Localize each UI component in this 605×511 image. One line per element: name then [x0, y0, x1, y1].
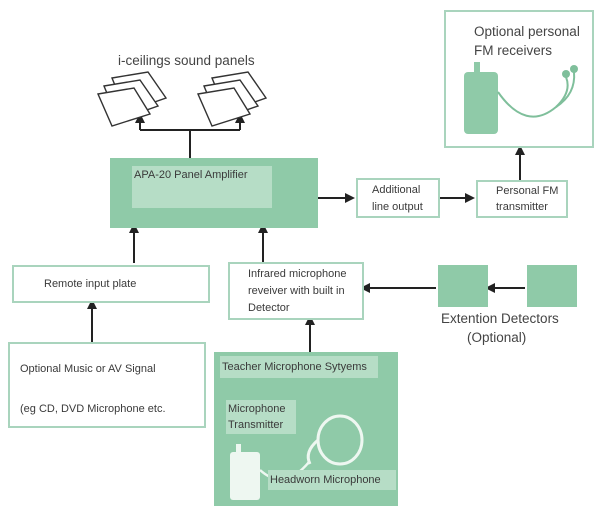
- fm-receivers-box: Optional personal FM receivers: [444, 10, 594, 148]
- panel-feed-line: [140, 129, 240, 160]
- music-label-line1: Optional Music or AV Signal: [20, 363, 156, 375]
- sound-panel-right-icon: [196, 71, 268, 127]
- teacher-mic-system-block: Teacher Microphone Sytyems Microphone Tr…: [214, 352, 398, 506]
- sound-panels-label: i-ceilings sound panels: [118, 53, 255, 68]
- ir-receiver-line2: reveiver with built in: [248, 285, 345, 297]
- extension-detector-1: [438, 265, 488, 307]
- remote-input-box: Remote input plate: [12, 265, 210, 303]
- fm-receiver-icon: [464, 62, 578, 134]
- amplifier-label: APA-20 Panel Amplifier: [134, 169, 248, 181]
- remote-input-label: Remote input plate: [44, 278, 137, 290]
- extension-detector-2: [527, 265, 577, 307]
- music-signal-box: Optional Music or AV Signal (eg CD, DVD …: [8, 342, 206, 428]
- ir-receiver-box: Infrared microphone reveiver with built …: [228, 262, 364, 320]
- fm-receivers-line1: Optional personal: [474, 24, 580, 39]
- extension-label-line1: Extention Detectors: [441, 311, 559, 326]
- mic-transmitter-line1: Microphone: [228, 403, 286, 415]
- headworn-label: Headworn Microphone: [270, 474, 381, 486]
- teacher-system-label: Teacher Microphone Sytyems: [222, 361, 367, 373]
- extension-label-line2: (Optional): [467, 330, 527, 345]
- additional-output-line2: line output: [372, 201, 423, 213]
- mic-transmitter-line2: Transmitter: [228, 419, 284, 431]
- music-label-line2: (eg CD, DVD Microphone etc.: [20, 403, 166, 415]
- amplifier-block: APA-20 Panel Amplifier: [110, 158, 318, 228]
- ir-receiver-line1: Infrared microphone: [248, 268, 347, 280]
- fm-transmitter-line1: Personal FM: [496, 185, 559, 197]
- sound-panel-left-icon: [96, 71, 168, 127]
- fm-transmitter-line2: transmitter: [496, 201, 548, 213]
- ir-receiver-line3: Detector: [248, 302, 290, 314]
- fm-transmitter-box: Personal FM transmitter: [476, 180, 568, 218]
- additional-output-line1: Additional: [372, 184, 421, 196]
- additional-output-box: Additional line output: [356, 178, 440, 218]
- fm-receivers-line2: FM receivers: [474, 43, 553, 58]
